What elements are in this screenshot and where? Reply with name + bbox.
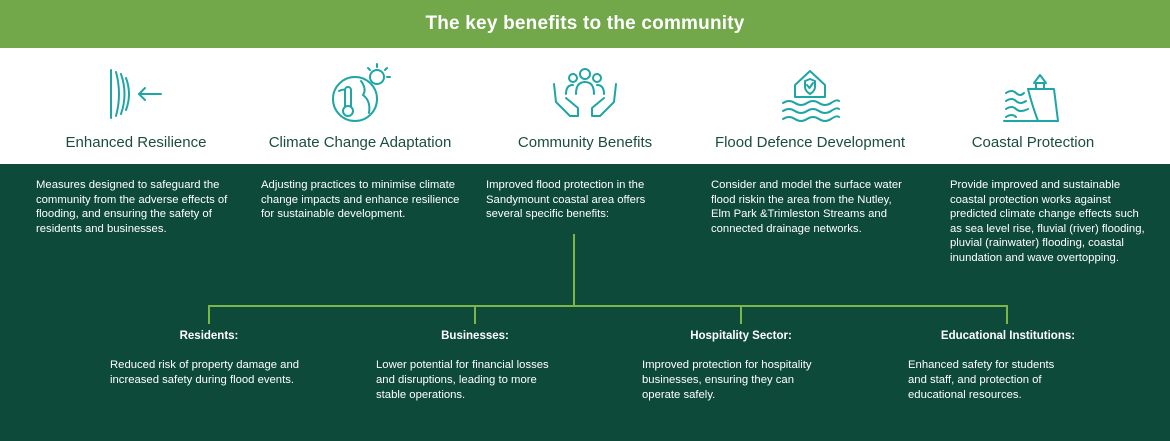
benefit-title: Coastal Protection [971,134,1095,151]
community-benefit-education: Educational Institutions: Enhanced safet… [892,330,1124,403]
benefit-climate-change-adaptation: Climate Change Adaptation [250,58,470,151]
benefit-flood-defence-development: Flood Defence Development [700,58,920,151]
benefit-description: Measures designed to safeguard the commu… [36,179,228,235]
benefit-description: Provide improved and sustainable coastal… [950,179,1145,264]
community-benefit-text: Reduced risk of property damage and incr… [110,359,300,386]
community-benefit-hospitality: Hospitality Sector: Improved protection … [626,330,856,403]
cliff-waves-house-icon [923,58,1143,130]
benefits-detail-panel: Measures designed to safeguard the commu… [0,164,1170,441]
house-shield-water-icon [700,58,920,130]
community-benefit-businesses: Businesses: Lower potential for financia… [360,330,590,403]
community-benefit-text: Enhanced safety for students and staff, … [908,359,1055,401]
benefit-title: Flood Defence Development [714,134,906,151]
benefit-description: Adjusting practices to minimise climate … [261,179,460,221]
globe-thermometer-sun-icon [250,58,470,130]
header-banner: The key benefits to the community [0,0,1170,48]
community-benefit-title: Residents: [179,330,239,342]
hands-community-icon [475,58,695,130]
community-benefit-text: Improved protection for hospitality busi… [642,359,812,401]
connector-lines [208,234,1008,324]
community-benefit-title: Educational Institutions: [940,330,1076,342]
resilience-waves-arrow-icon [26,58,246,130]
community-benefit-residents: Residents: Reduced risk of property dama… [94,330,324,388]
benefit-coastal-protection: Coastal Protection [923,58,1143,151]
page-title: The key benefits to the community [425,13,745,34]
community-benefit-title: Hospitality Sector: [690,330,792,342]
benefit-description: Consider and model the surface water flo… [711,179,902,235]
benefit-title: Climate Change Adaptation [268,134,452,151]
benefit-description: Improved flood protection in the Sandymo… [486,179,646,221]
benefit-title: Community Benefits [517,134,653,151]
benefit-enhanced-resilience: Enhanced Resilience [26,58,246,151]
benefit-title: Enhanced Resilience [65,134,207,151]
community-benefit-text: Lower potential for financial losses and… [376,359,549,401]
benefit-community-benefits: Community Benefits [475,58,695,151]
community-benefit-title: Businesses: [441,330,509,342]
